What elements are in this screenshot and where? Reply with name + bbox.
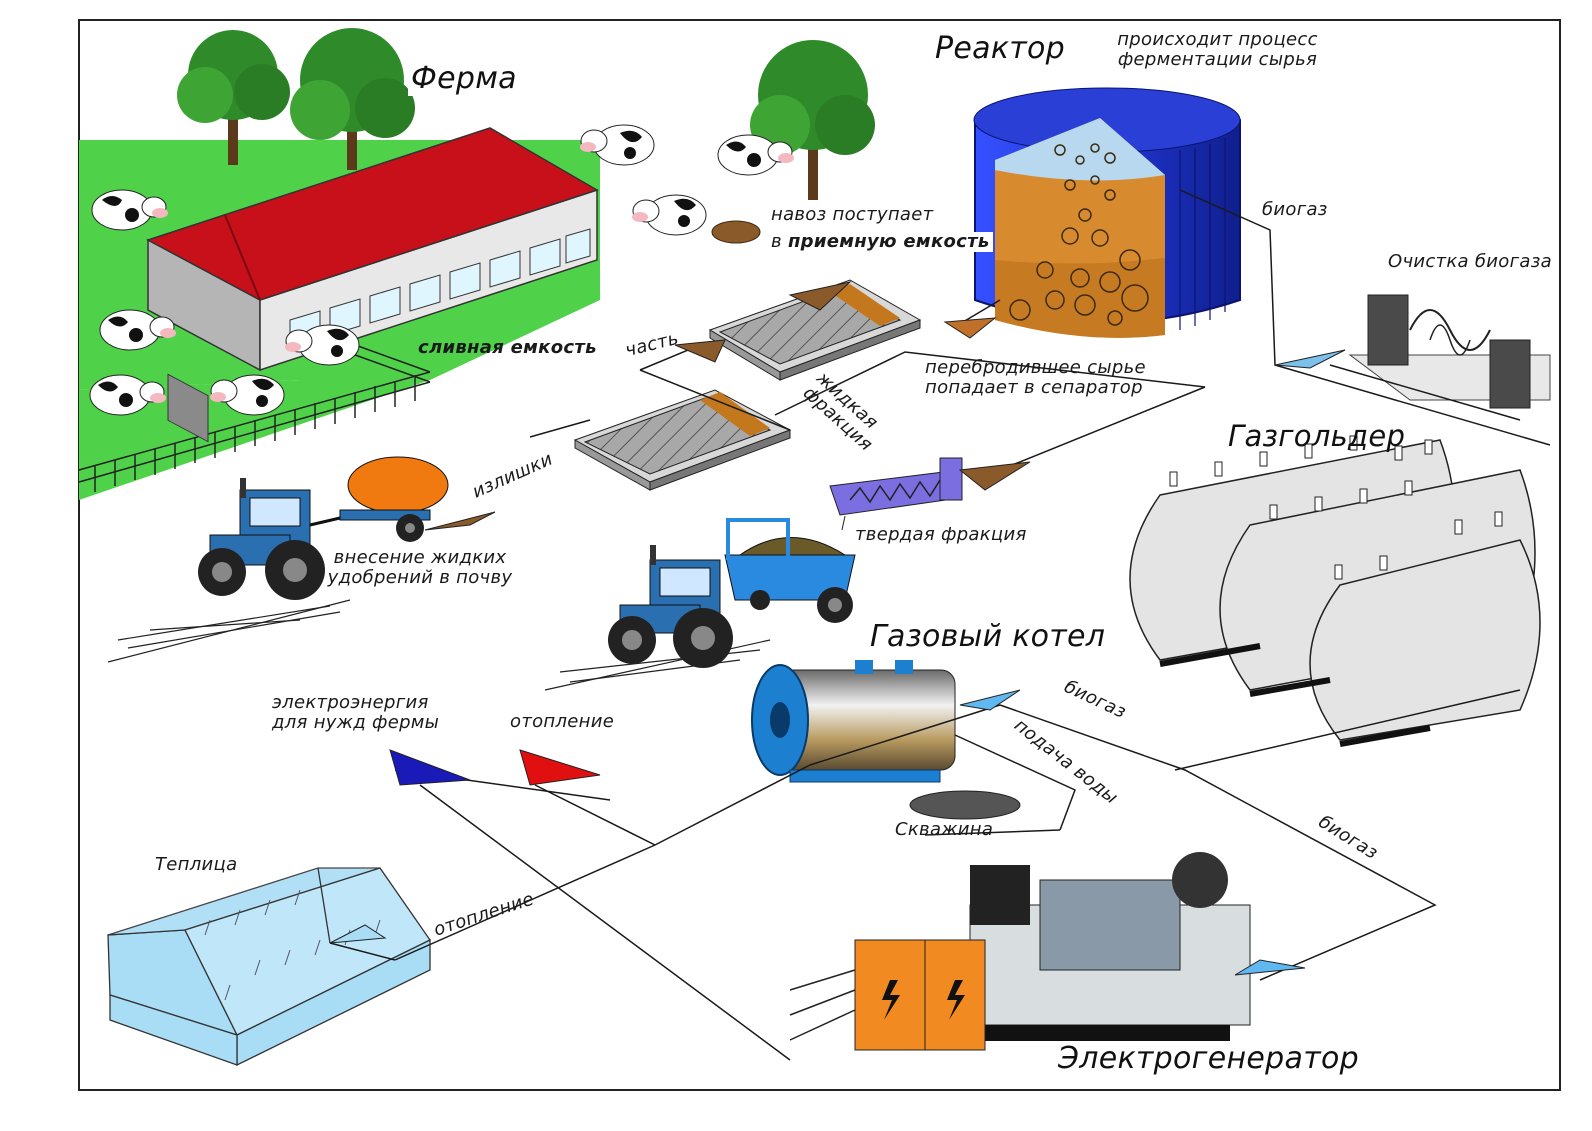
receiving-tank	[708, 279, 922, 381]
gas-boiler	[751, 660, 956, 783]
well-label: Скважина	[895, 819, 994, 840]
arrow-icon	[329, 924, 387, 944]
greenhouse-title: Теплица	[155, 854, 238, 875]
liquid-tank-trailer	[309, 456, 449, 542]
arrow-icon	[519, 749, 601, 786]
fermentation-note: происходит процесс ферментации сырья	[1117, 29, 1318, 71]
manure-note-line1: навоз поступает	[768, 204, 937, 226]
solid-fraction-label: твердая фракция	[855, 524, 1027, 545]
arrow-icon	[958, 461, 1031, 491]
tractor-icon	[608, 545, 733, 668]
cow-icon	[580, 124, 655, 166]
cow-icon	[632, 194, 707, 236]
drain-tank	[573, 389, 792, 491]
gas-boiler-title: Газовый котел	[870, 619, 1106, 654]
lightning-icon	[882, 980, 900, 1020]
cow-icon	[717, 134, 794, 176]
arrow-icon	[1234, 959, 1306, 976]
electro-generator	[789, 852, 1251, 1051]
fence	[78, 324, 431, 492]
electricity-note: электроэнергия для нужд фермы	[272, 692, 440, 734]
cow-icon	[89, 374, 166, 416]
flow-arrows	[329, 281, 1346, 976]
tree-icon	[750, 40, 875, 200]
solid-trailer	[724, 518, 856, 623]
diagram-frame	[78, 19, 1561, 1091]
cow-icon	[210, 374, 285, 416]
cow-icon	[99, 309, 176, 351]
arrow-icon	[943, 317, 997, 339]
farm-area	[78, 28, 875, 500]
gasholder	[1129, 435, 1541, 747]
cow-icon	[91, 189, 168, 231]
well	[909, 790, 1021, 820]
separator	[829, 457, 963, 531]
arrow-icon	[424, 511, 496, 531]
tree-icon	[290, 28, 415, 170]
gas-cleaning-title: Очистка биогаза	[1388, 251, 1552, 272]
drain-tank-label: сливная емкость	[418, 337, 597, 358]
arrow-icon	[389, 749, 471, 786]
arrow-icon	[674, 339, 726, 363]
tractor-icon	[198, 478, 325, 600]
manure-pile	[711, 220, 761, 244]
reactor	[973, 87, 1241, 338]
manure-note-prefix: в	[771, 231, 788, 252]
arrow-icon	[1274, 349, 1346, 369]
barn	[146, 127, 599, 443]
arrow-icon	[959, 689, 1021, 711]
liquid-fertilizer-note: внесение жидких удобрений в почву	[327, 547, 513, 589]
field-lines	[107, 599, 771, 691]
fermented-note: перебродившее сырье попадает в сепаратор	[925, 357, 1146, 399]
gas-cleaning-unit	[1348, 294, 1551, 409]
farm-title: Ферма	[408, 62, 520, 96]
heating-label: отопление	[510, 711, 615, 732]
tree-icon	[177, 30, 290, 165]
manure-note-line2: в приемную емкость	[768, 231, 993, 253]
reactor-title: Реактор	[935, 31, 1066, 66]
lightning-icon	[947, 980, 965, 1020]
cow-icon	[285, 324, 360, 366]
biogas-reactor-label: биогаз	[1262, 199, 1328, 220]
manure-note-bold: приемную емкость	[787, 231, 990, 252]
generator-title: Электрогенератор	[1058, 1041, 1359, 1076]
arrow-icon	[788, 281, 852, 311]
gasholder-title: Газгольдер	[1228, 419, 1406, 453]
greenhouse	[107, 867, 431, 1067]
flow-lines	[329, 189, 1551, 1061]
